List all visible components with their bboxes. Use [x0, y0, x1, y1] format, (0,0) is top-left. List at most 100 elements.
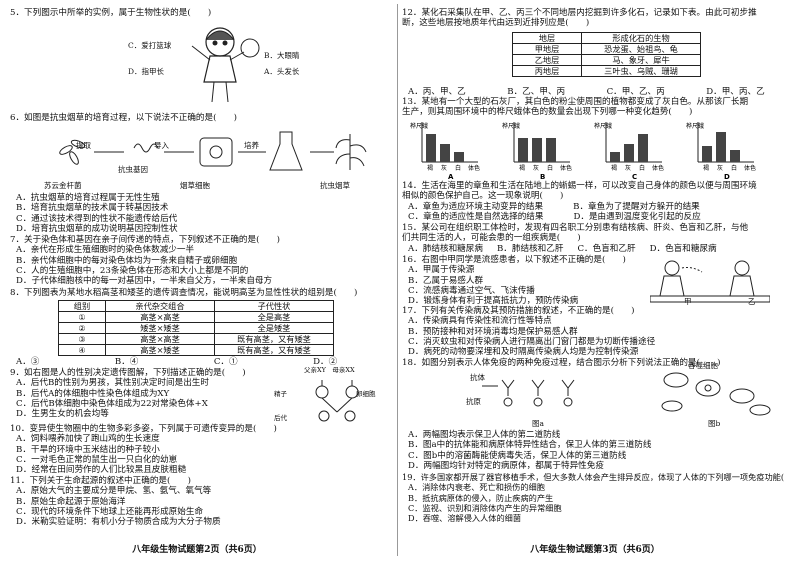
table-row: ② 矮茎×矮茎 全是矮茎 [58, 322, 334, 334]
q5-label-c: C．爱打篮球 [128, 41, 172, 50]
q8-option-a[interactable]: A．③ [16, 357, 40, 367]
q8-option-b[interactable]: B．④ [114, 357, 139, 367]
q10-option-a[interactable]: A．饲料喂养加快了跑山鸡的生长速度 [16, 434, 160, 445]
q9-label-sperm: 精子 [274, 390, 287, 398]
q7-option-b[interactable]: B．亲代体细胞中的每对染色体均为一条来自精子或卵细胞 [16, 255, 238, 266]
q12-cell: 恐龙蛋、始祖鸟、龟 [581, 43, 701, 55]
q7-option-a[interactable]: A．亲代在形成生殖细胞时的染色体数减少一半 [16, 245, 195, 256]
q13-tick-label: 白 [731, 164, 737, 172]
q8-cell: 高茎×高茎 [105, 333, 215, 345]
q6-label-culture: 培养 [244, 141, 259, 150]
q12-header-fossils: 形成化石的生物 [581, 32, 701, 44]
q12-option-d[interactable]: D．甲、丙、乙 [706, 87, 765, 97]
q18-label-antigen: 抗原 [466, 397, 481, 406]
q10-option-c[interactable]: C．一对毛色正常的鼠生出一只白化的幼崽 [16, 454, 178, 465]
q13-xlabel: 体色 [744, 164, 756, 172]
q16-option-d[interactable]: D．锻炼身体有利于提高抵抗力，预防传染病 [408, 296, 579, 307]
q13-tick-label: 白 [547, 164, 553, 172]
q13-bar [454, 152, 464, 162]
q17-option-a[interactable]: A．传染病具有传染性和流行性等特点 [408, 316, 552, 327]
q12-option-c[interactable]: C．甲、乙、丙 [606, 87, 665, 97]
q8-option-c[interactable]: C．① [213, 357, 238, 367]
q18-label-antibody: 抗体 [470, 373, 485, 382]
question-18-stem: 18．如图分别表示人体免疫的两种免疫过程，结合图示分析下列说法正确的是( ) [402, 358, 721, 368]
q11-option-b[interactable]: B．原始生命起源于原始海洋 [16, 496, 126, 507]
q13-tick-label: 灰 [717, 164, 723, 172]
q19-option-c[interactable]: C．监视、识别和消除体内产生的异常细胞 [408, 502, 562, 513]
q10-option-d[interactable]: D．经常在田间劳作的人们比较黑且皮肤粗糙 [16, 465, 187, 476]
q18-option-c[interactable]: C．图b中的溶菌酶能使病毒失活，保卫人体的第三道防线 [408, 450, 627, 461]
q11-option-c[interactable]: C．现代的环境条件下地球上还能再形成原始生命 [16, 506, 204, 517]
q12-option-a[interactable]: A．丙、甲、乙 [408, 87, 466, 97]
q6-option-b[interactable]: B．培育抗虫烟草的技术属于转基因技术 [16, 203, 169, 214]
q12-stem-line-1: 12．某化石采集队在甲、乙、丙三个不同地层内挖掘到许多化石，记录如下表。由此可初… [402, 8, 757, 18]
table-row: 乙地层 马、象牙、犀牛 [512, 54, 701, 66]
question-10: 10．变异使生物圈中的生物多彩多姿，下列属于可遗传变异的是( ) A．饲料喂养加… [10, 424, 277, 475]
question-14: 14．生活在海里的章鱼和生活在陆地上的蜥蜴一样，可以改变自己身体的颜色以便与周围… [402, 181, 757, 222]
q13-tick-label: 褐 [611, 164, 617, 172]
question-7-stem: 7．关于染色体和基因在亲子间传递的特点，下列叙述不正确的是( ) [10, 235, 280, 245]
q9-option-d[interactable]: D．生男生女的机会均等 [16, 409, 109, 420]
q14-option-c[interactable]: C．章鱼的适应性是自然选择的结果 [408, 211, 544, 222]
q19-option-a[interactable]: A．消除体内衰老、死亡和损伤的细胞 [408, 482, 545, 493]
q15-option-d[interactable]: D．色盲和糖尿病 [649, 243, 717, 254]
q18-immunity-figure-b [661, 372, 771, 416]
q18-option-a[interactable]: A．两幅图均表示保卫人体的第二道防线 [408, 430, 561, 440]
q6-option-d[interactable]: D．培育抗虫烟草的成功说明基因控制性状 [16, 223, 178, 234]
q8-option-d[interactable]: D．② [313, 357, 338, 367]
question-10-stem: 10．变异使生物圈中的生物多彩多姿，下列属于可遗传变异的是( ) [10, 424, 277, 434]
q13-xlabel: 体色 [468, 164, 480, 172]
q8-cell: 高茎×矮茎 [105, 344, 215, 356]
q9-option-b[interactable]: B．后代A的体细胞中性染色体组成为XY [16, 388, 170, 399]
q15-stem-line-2: 们共同生活的人，可能会患的一组疾病是( ) [402, 233, 581, 244]
q15-option-c[interactable]: C．色盲和乙肝 [577, 243, 636, 254]
q16-option-b[interactable]: B．乙属于易感人群 [408, 275, 484, 286]
q13-tick-label: 灰 [533, 164, 539, 172]
q14-option-b[interactable]: B．章鱼为了提醒对方躲开的结果 [573, 201, 700, 212]
q17-option-d[interactable]: D．病死的动物要深埋和及时隔离传染病人均是为控制传染源 [408, 347, 639, 358]
q17-option-c[interactable]: C．消灭蚊虫和对传染病人进行隔离出门窗门都是为切断传播途径 [408, 336, 656, 347]
question-6-stem: 6．如图是抗虫烟草的培育过程，以下说法不正确的是( ) [10, 113, 238, 123]
q6-option-c[interactable]: C．通过该技术得到的性状不能遗传给后代 [16, 213, 178, 224]
q15-option-b[interactable]: B．肺结核和乙肝 [496, 243, 564, 254]
q12-option-b[interactable]: B．乙、甲、丙 [507, 87, 566, 97]
q8-table-header: 组别 亲代杂交组合 子代性状 [58, 300, 334, 312]
q18-option-b[interactable]: B．图a中的抗体能和病原体特异性结合，保卫人体的第三道防线 [408, 440, 652, 451]
q13-tick-label: 褐 [703, 164, 709, 172]
q18-caption-a: 图a [532, 419, 544, 428]
q8-cell: ① [58, 311, 106, 323]
q19-stem-line-1: 19．许多国家都开展了器官移植手术，但大多数人体会产生排异反应，体现了人体的下列… [402, 472, 788, 482]
q6-option-a[interactable]: A．抗虫烟草的培育过程属于无性生殖 [16, 193, 160, 203]
question-12-options: A．丙、甲、乙 B．乙、甲、丙 C．甲、乙、丙 D．甲、丙、乙 [408, 87, 765, 97]
q10-option-b[interactable]: B．干旱的环境中玉米结出的种子较小 [16, 444, 160, 455]
q16-option-c[interactable]: C．流感病毒通过空气、飞沫传播 [408, 285, 535, 296]
q11-option-a[interactable]: A．原始大气的主要成分是甲烷、氢、氨气、氧气等 [16, 486, 212, 497]
q8-header-offspring: 子代性状 [214, 300, 334, 312]
q6-transgenic-diagram [59, 131, 367, 171]
q16-option-a[interactable]: A．甲属于传染源 [408, 265, 475, 276]
q18-option-d[interactable]: D．两幅图均针对特定的病原体，都属于特异性免疫 [408, 460, 604, 471]
q15-option-a[interactable]: A．肺结核和糖尿病 [408, 243, 483, 254]
question-15: 15．某公司在组织职工体检时，发现有四名职工分别患有结核病、肝炎、色盲和乙肝，与… [402, 223, 748, 254]
q14-option-d[interactable]: D．是由遇到温度变化引起的反应 [573, 211, 701, 222]
q17-option-b[interactable]: B．预防接种和对环境消毒均是保护易感人群 [408, 326, 578, 337]
q9-option-c[interactable]: C．后代B体细胞中染色体组成为22对常染色体+X [16, 398, 208, 409]
q14-option-a[interactable]: A．章鱼为适应环境主动变异的结果 [408, 201, 544, 212]
q6-label-extract: 提取 [76, 141, 91, 150]
q13-bar [624, 144, 634, 162]
q14-stem-line-1: 14．生活在海里的章鱼和生活在陆地上的蜥蜴一样，可以改变自己身体的颜色以便与周围… [402, 181, 757, 191]
q13-stem-line-2: 生产，则其周围环境中的桦尺蛾体色的数量会出现下列哪一种变化趋势( ) [402, 107, 693, 118]
q11-option-d[interactable]: D．米勒实验证明：有机小分子物质合成为大分子物质 [16, 517, 221, 528]
q13-tick-label: 白 [455, 164, 461, 172]
q6-label-bacterium: 苏云金杆菌 [44, 181, 82, 190]
q12-table: 地层 形成化石的生物 甲地层 恐龙蛋、始祖鸟、龟 乙地层 马、象牙、犀牛 丙地层… [512, 32, 701, 77]
question-5-stem: 5．下列图示中所举的实例，属于生物性状的是( ) [10, 8, 212, 18]
q8-cell: ③ [58, 333, 106, 345]
q19-option-b[interactable]: B．抵抗病原体的侵入，防止疾病的产生 [408, 492, 554, 503]
q9-option-a[interactable]: A．后代B的性别为男孩，其性别决定时间是出生时 [16, 378, 209, 389]
q13-tick-label: 褐 [519, 164, 525, 172]
q8-header-group: 组别 [58, 300, 106, 312]
q7-option-d[interactable]: D．子代体细胞核中的每一对基因中，一半来自父方，一半来自母方 [16, 276, 273, 287]
q19-option-d[interactable]: D．吞噬、溶解侵入人体的细菌 [408, 513, 522, 524]
q7-option-c[interactable]: C．人的生殖细胞中，23条染色体在形态和大小上都是不同的 [16, 265, 249, 276]
